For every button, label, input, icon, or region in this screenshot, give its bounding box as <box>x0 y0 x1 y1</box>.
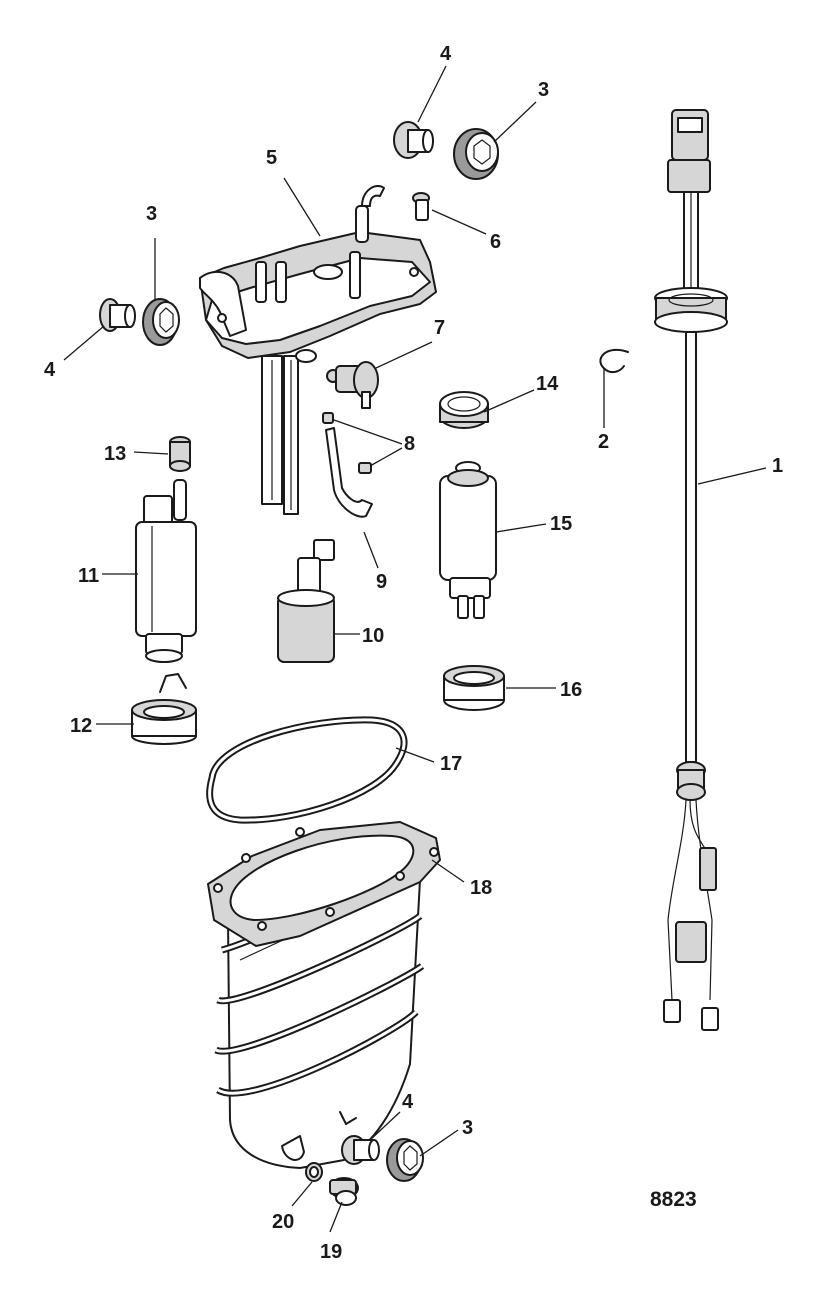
callout-9: 9 <box>376 571 387 593</box>
part-18-reservoir <box>207 821 441 1169</box>
part-8-hose-clamps <box>322 412 372 474</box>
part-19-drain-plug <box>329 1177 359 1206</box>
callout-20: 20 <box>272 1211 294 1233</box>
part-9-fuel-hose <box>325 427 373 518</box>
part-4-fitting-left <box>99 298 136 332</box>
part-4-fitting-top <box>393 121 434 159</box>
callout-11: 11 <box>78 565 99 587</box>
callout-10: 10 <box>362 625 384 647</box>
callout-3-bottom: 3 <box>462 1117 473 1139</box>
callout-14: 14 <box>536 373 559 395</box>
callout-1: 1 <box>772 455 783 477</box>
part-5-module-cover <box>199 185 437 515</box>
part-12-ring <box>131 673 197 745</box>
part-2-clip <box>599 349 629 374</box>
part-6-screw <box>412 192 430 221</box>
part-3-plug-left <box>142 298 180 346</box>
part-13-sleeve <box>169 436 191 472</box>
callout-19: 19 <box>320 1241 342 1263</box>
callout-15: 15 <box>550 513 572 535</box>
callout-3-top: 3 <box>538 79 549 101</box>
part-17-gasket <box>206 716 408 824</box>
part-4-fitting-bottom <box>341 1135 380 1165</box>
part-7-pressure-regulator <box>326 361 379 409</box>
callout-6: 6 <box>490 231 501 253</box>
figure-number: 8823 <box>650 1188 697 1211</box>
part-14-seal <box>439 391 489 429</box>
callout-18: 18 <box>470 877 492 899</box>
callout-3-left: 3 <box>146 203 157 225</box>
callout-12: 12 <box>70 715 92 737</box>
callout-13: 13 <box>104 443 126 465</box>
part-11-fuel-pump <box>135 479 197 663</box>
callout-4-left: 4 <box>44 359 56 381</box>
callout-4-bottom: 4 <box>402 1091 414 1113</box>
callout-2: 2 <box>598 431 609 453</box>
callout-7: 7 <box>434 317 445 339</box>
callout-8: 8 <box>404 433 415 455</box>
part-3-plug-top <box>453 128 499 180</box>
part-16-ring <box>443 665 505 711</box>
callout-16: 16 <box>560 679 582 701</box>
callout-5: 5 <box>266 147 277 169</box>
callout-labels: 4 3 5 6 3 4 7 8 14 2 1 13 11 15 9 10 16 … <box>44 43 783 1263</box>
callout-4-top: 4 <box>440 43 452 65</box>
part-1-wiring-harness <box>654 109 728 1031</box>
leader-lines <box>63 65 767 1233</box>
callout-17: 17 <box>440 753 462 775</box>
part-20-washer <box>305 1162 323 1182</box>
part-3-plug-bottom <box>386 1138 424 1182</box>
part-15-fuel-pump <box>439 461 497 619</box>
part-10-filter <box>277 539 335 663</box>
